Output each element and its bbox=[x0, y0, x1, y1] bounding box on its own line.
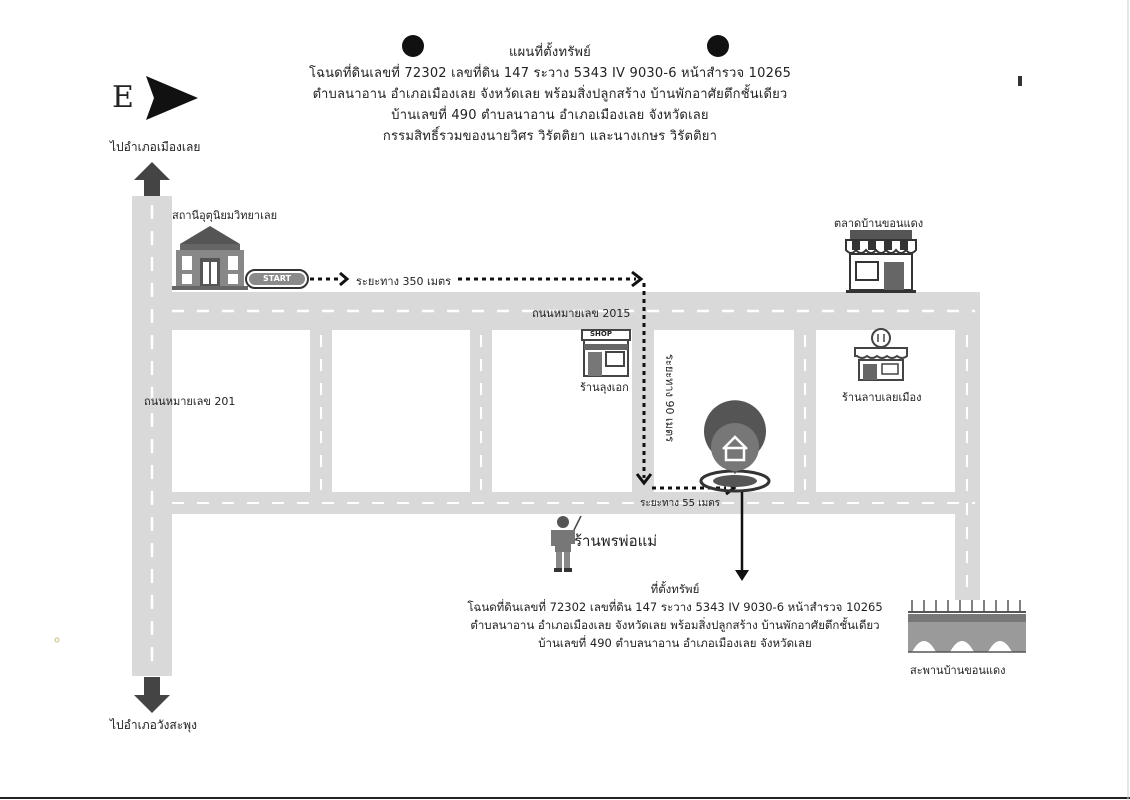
road-201-label: ถนนหมายเลข 201 bbox=[144, 395, 236, 408]
property-deed-line: โฉนดที่ดินเลขที่ 72302 เลขที่ดิน 147 ระว… bbox=[467, 600, 883, 614]
title-owner-line: กรรมสิทธิ์รวมของนายวิศร วิรัตติยา และนาง… bbox=[382, 129, 718, 144]
compass-letter: E bbox=[112, 80, 134, 115]
title-address-line: บ้านเลขที่ 490 ตำบลนาอาน อำเภอเมืองเลย จ… bbox=[391, 108, 709, 123]
speck-dot bbox=[54, 637, 60, 643]
property-heading: ที่ตั้งทรัพย์ bbox=[650, 582, 700, 596]
punch-hole-right bbox=[707, 35, 729, 57]
shop-parents-label: ร้านพรพ่อแม่ bbox=[574, 532, 658, 550]
market-icon bbox=[845, 230, 917, 293]
route-path bbox=[310, 277, 726, 490]
destination-bottom-label: ไปอำเภอวังสะพุง bbox=[110, 718, 197, 732]
title-deed-line: โฉนดที่ดินเลขที่ 72302 เลขที่ดิน 147 ระว… bbox=[308, 66, 792, 81]
road-connector-4 bbox=[794, 292, 816, 514]
route-distance-1: ระยะทาง 350 เมตร bbox=[356, 275, 452, 288]
house-pin-icon bbox=[699, 400, 771, 493]
station-building-icon bbox=[172, 226, 248, 290]
arrow-down-icon bbox=[134, 677, 170, 713]
property-address-line: บ้านเลขที่ 490 ตำบลนาอาน อำเภอเมืองเลย จ… bbox=[538, 636, 812, 650]
route-distance-2: ระยะทาง 90 เมตร bbox=[663, 354, 676, 443]
property-location-line: ตำบลนาอาน อำเภอเมืองเลย จังหวัดเลย พร้อม… bbox=[470, 618, 880, 632]
start-pill-fill bbox=[249, 273, 305, 285]
map-title: แผนที่ตั้งทรัพย์ bbox=[509, 45, 591, 60]
title-block: แผนที่ตั้งทรัพย์ โฉนดที่ดินเลขที่ 72302 … bbox=[250, 42, 850, 147]
restaurant-icon bbox=[854, 328, 908, 381]
property-description: ที่ตั้งทรัพย์ โฉนดที่ดินเลขที่ 72302 เลข… bbox=[440, 580, 910, 652]
road-2015-label: ถนนหมายเลข 2015 bbox=[532, 307, 631, 320]
route-distance-3: ระยะทาง 55 เมตร bbox=[640, 498, 721, 509]
compass-arrow-icon bbox=[146, 76, 198, 120]
speck-mark bbox=[1018, 76, 1022, 86]
station-label: สถานีอุตุนิยมวิทยาเลย bbox=[172, 209, 278, 222]
punch-hole-left bbox=[402, 35, 424, 57]
shop-uncle-label: ร้านลุงเอก bbox=[580, 381, 629, 394]
bridge-icon bbox=[908, 600, 1026, 653]
shop-sign-text: SHOP bbox=[590, 330, 612, 338]
start-label: START bbox=[262, 274, 292, 283]
title-location-line: ตำบลนาอาน อำเภอเมืองเลย จังหวัดเลย พร้อม… bbox=[312, 87, 788, 102]
property-arrow bbox=[735, 492, 749, 581]
bridge-label: สะพานบ้านขอนแดง bbox=[910, 664, 1006, 677]
person-icon bbox=[551, 515, 582, 572]
arrow-up-icon bbox=[134, 162, 170, 196]
restaurant-label: ร้านลาบเลยเมือง bbox=[842, 391, 922, 404]
road-connector-2 bbox=[470, 292, 492, 514]
road-network bbox=[132, 196, 980, 676]
road-connector-1 bbox=[310, 292, 332, 514]
market-label: ตลาดบ้านขอนแดง bbox=[834, 217, 924, 230]
shop-icon bbox=[581, 329, 631, 377]
destination-top-label: ไปอำเภอเมืองเลย bbox=[110, 140, 201, 154]
